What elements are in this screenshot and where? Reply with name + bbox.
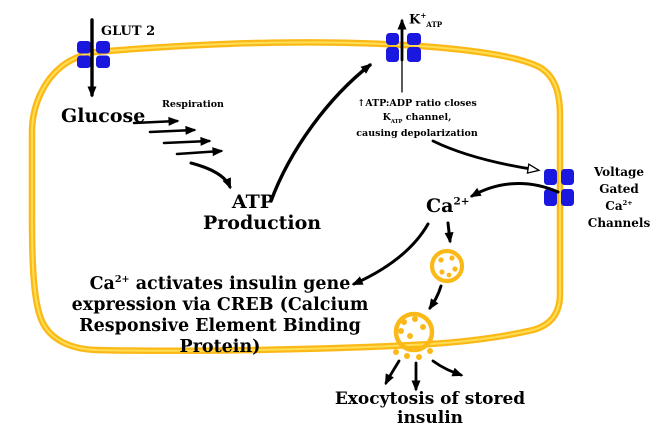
katp-note-k: K bbox=[382, 111, 391, 123]
fusion-vesicle-icon bbox=[393, 311, 435, 360]
creb-line2: expression via CREB (Calcium bbox=[71, 295, 369, 315]
k-symbol: K bbox=[409, 12, 421, 28]
atp-production-line2: Production bbox=[203, 211, 322, 234]
vgcc-line1: Voltage bbox=[593, 165, 645, 179]
respiration-label: Respiration bbox=[162, 99, 224, 110]
katp-channel-icon bbox=[386, 33, 421, 62]
katp-closure-note: ↑ATP:ADP ratio closes KATP channel, caus… bbox=[350, 97, 484, 140]
ca-to-creb-arrow bbox=[351, 222, 430, 286]
calcium-ion-label: Ca2+ bbox=[426, 196, 469, 217]
glut2-channel-icon bbox=[77, 41, 110, 68]
katp-note-atp-subscript: ATP bbox=[390, 118, 403, 125]
depolarization-to-vgcc-arrow bbox=[431, 139, 541, 174]
vgcc-to-ca-arrow bbox=[469, 181, 560, 198]
exocytosis-arrow-right bbox=[431, 359, 464, 377]
creb-line1: Ca2+ activates insulin gene bbox=[58, 274, 382, 295]
creb-note: Ca2+ activates insulin gene expression v… bbox=[58, 274, 382, 358]
vgcc-line4: Channels bbox=[587, 216, 651, 231]
katp-note-line2: KATP channel, bbox=[350, 111, 484, 127]
vgcc-line2: Gated bbox=[599, 182, 639, 197]
creb-line1-text: activates insulin gene bbox=[129, 274, 351, 294]
vgcc-ca: Ca bbox=[605, 199, 623, 214]
respiration-arrow-4 bbox=[175, 147, 224, 157]
katp-note-line3: causing depolarization bbox=[356, 127, 478, 139]
vesicle-to-fusion-arrow bbox=[428, 284, 443, 311]
ca-charge-superscript: 2+ bbox=[453, 195, 470, 208]
insulin-vesicle-icon bbox=[429, 248, 465, 284]
katp-note-channel-text: channel, bbox=[402, 111, 452, 123]
voltage-gated-ca-channels-label: Voltage Gated Ca2+ Channels bbox=[584, 164, 654, 232]
atp-production-label: ATP Production bbox=[203, 191, 322, 234]
exocytosis-arrow-left bbox=[384, 359, 401, 386]
exocytosis-label: Exocytosis of stored insulin bbox=[334, 389, 526, 426]
respiration-to-atp-arrow bbox=[189, 161, 232, 190]
glut2-label: GLUT 2 bbox=[101, 24, 156, 39]
respiration-arrow-1 bbox=[132, 116, 180, 126]
creb-ca: Ca bbox=[89, 274, 115, 294]
respiration-arrow-2 bbox=[148, 125, 197, 135]
respiration-arrow-3 bbox=[162, 136, 212, 146]
vgcc-channel-icon bbox=[544, 169, 574, 206]
vgcc-line3: Ca2+ bbox=[584, 198, 654, 215]
vgcc-ca-superscript: 2+ bbox=[622, 199, 633, 208]
atp-to-katp-arrow bbox=[269, 63, 372, 203]
katp-note-line1: ↑ATP:ADP ratio closes bbox=[357, 98, 477, 109]
ca-symbol: Ca bbox=[426, 195, 454, 217]
k-charge-superscript: + bbox=[420, 11, 427, 20]
ca-to-vesicle-arrow bbox=[444, 221, 454, 244]
creb-ca-superscript: 2+ bbox=[114, 274, 130, 286]
glucose-label: Glucose bbox=[61, 105, 146, 127]
atp-production-line1: ATP bbox=[231, 191, 275, 213]
k-atp-subscript: ATP bbox=[426, 19, 443, 29]
creb-line3: Responsive Element Binding Protein) bbox=[79, 316, 361, 357]
k-atp-efflux-label: K+ATP bbox=[409, 12, 442, 29]
